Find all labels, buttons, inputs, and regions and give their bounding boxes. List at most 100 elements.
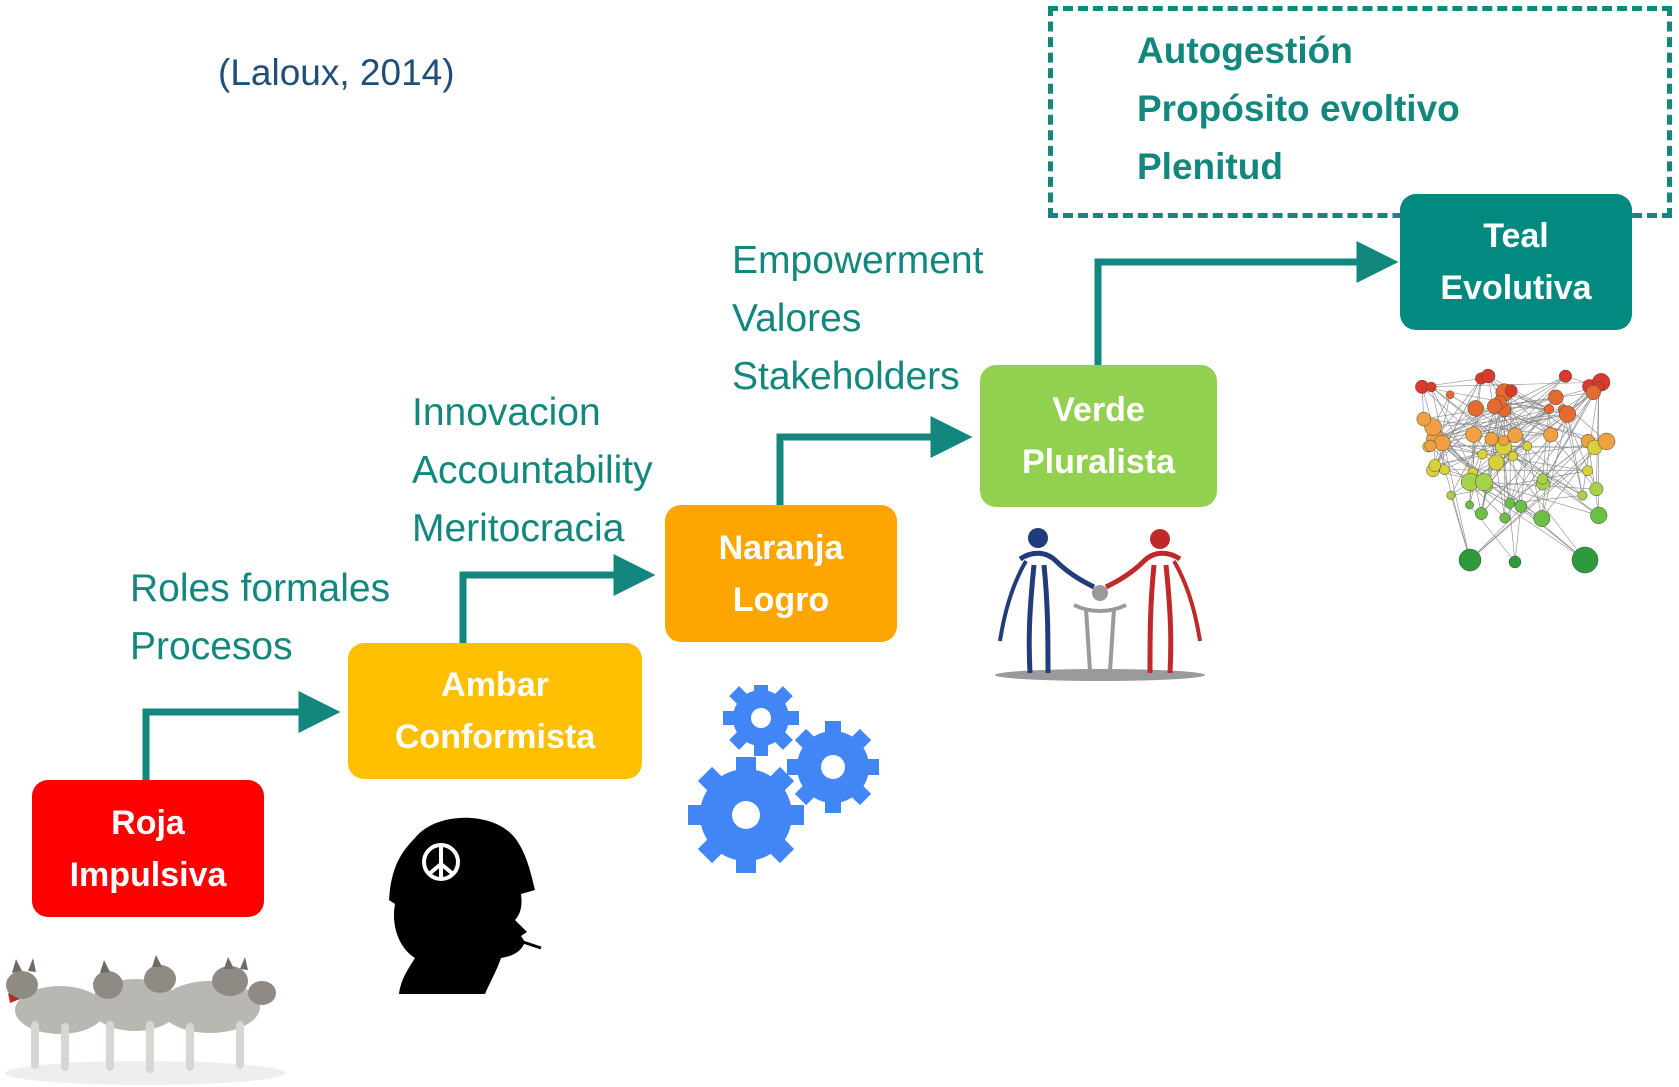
- network-node: [1571, 546, 1599, 574]
- stage-name: Naranja: [718, 528, 844, 567]
- network-node: [1597, 432, 1616, 451]
- network-edge: [1430, 413, 1568, 447]
- network-node: [1428, 459, 1442, 472]
- network-edge: [1509, 414, 1568, 504]
- stage-subtitle: Pluralista: [1021, 443, 1176, 481]
- network-node: [1465, 500, 1474, 510]
- network-edge: [1596, 386, 1599, 490]
- network-edge: [1504, 397, 1556, 411]
- trait-label: Stakeholders: [732, 355, 960, 398]
- trait-label: Roles formales: [130, 567, 391, 610]
- network-node: [1585, 384, 1601, 401]
- network-node: [1416, 411, 1432, 427]
- network-node: [1558, 369, 1572, 383]
- network-node: [1543, 427, 1559, 443]
- network-edge: [1469, 440, 1589, 561]
- stage-subtitle: Logro: [732, 580, 830, 619]
- network-node: [1445, 390, 1455, 400]
- network-node: [1548, 389, 1564, 406]
- network-node: [1504, 384, 1518, 398]
- network-node: [1465, 426, 1482, 443]
- trait-label: Innovacion: [412, 391, 601, 434]
- network-node: [1487, 398, 1503, 414]
- teal-attribute: Propósito evoltivo: [1137, 88, 1460, 129]
- network-edge: [1435, 410, 1505, 440]
- ambar-traits: Roles formales Procesos: [130, 560, 390, 676]
- stage-roja: Roja Impulsiva: [32, 780, 264, 917]
- teal-attributes-box: [1048, 6, 1672, 218]
- network-node: [1498, 434, 1510, 446]
- family-figures-icon: [995, 528, 1205, 681]
- network-edge: [1481, 382, 1602, 514]
- network-node: [1577, 490, 1588, 501]
- network-node: [1499, 512, 1511, 524]
- wolf-pack-image: [5, 955, 285, 1085]
- network-edge: [1504, 410, 1551, 436]
- network-edge: [1491, 438, 1586, 561]
- network-node: [1543, 404, 1555, 415]
- citation: (Laloux, 2014): [218, 52, 455, 93]
- teal-attribute: Plenitud: [1137, 146, 1283, 187]
- network-edge: [1512, 455, 1583, 496]
- network-edge: [1430, 445, 1595, 448]
- network-node: [1426, 381, 1437, 393]
- network-node: [1522, 441, 1533, 451]
- stage-ambar: Ambar Conformista: [348, 643, 642, 779]
- network-edge: [1567, 414, 1583, 496]
- trait-label: Procesos: [130, 625, 293, 668]
- network-node: [1537, 473, 1549, 485]
- network-graph-icon: [1415, 368, 1616, 574]
- network-node: [1507, 451, 1519, 462]
- stage-name: Ambar: [441, 666, 549, 704]
- network-node: [1558, 405, 1577, 423]
- network-edge: [1433, 413, 1568, 428]
- network-node: [1477, 449, 1488, 460]
- network-edge: [1562, 409, 1583, 496]
- network-edge: [1434, 446, 1504, 466]
- network-node: [1590, 506, 1608, 524]
- naranja-traits: Innovacion Accountability Meritocracia: [412, 384, 653, 558]
- network-edge: [1435, 413, 1568, 441]
- network-edge: [1469, 481, 1586, 561]
- network-edge: [1435, 408, 1550, 440]
- network-edge: [1542, 470, 1588, 480]
- network-edge: [1434, 394, 1451, 466]
- network-node: [1589, 482, 1604, 497]
- teal-attributes-list: Autogestión Propósito evoltivo Plenitud: [1137, 22, 1460, 196]
- stage-verde: Verde Pluralista: [980, 365, 1217, 507]
- trait-label: Meritocracia: [412, 507, 625, 550]
- network-edge: [1431, 386, 1474, 473]
- network-node: [1434, 434, 1451, 452]
- network-node: [1446, 490, 1456, 500]
- network-edge: [1527, 446, 1543, 519]
- trait-label: Empowerment: [732, 239, 984, 282]
- stage-naranja: Naranja Logro: [665, 505, 897, 642]
- trait-label: Valores: [732, 297, 862, 340]
- network-node: [1514, 500, 1528, 513]
- stage-name: Teal: [1483, 217, 1549, 255]
- network-node: [1533, 510, 1551, 527]
- network-node: [1424, 439, 1437, 452]
- network-node: [1474, 473, 1493, 492]
- network-edge: [1435, 378, 1482, 440]
- network-edge: [1435, 397, 1556, 441]
- network-edge: [1423, 418, 1551, 436]
- network-node: [1504, 497, 1516, 509]
- trait-label: Accountability: [412, 449, 653, 492]
- network-edge: [1550, 434, 1597, 490]
- arrow-roja-ambar: [142, 691, 341, 780]
- network-edge: [1469, 447, 1595, 561]
- network-node: [1507, 427, 1523, 444]
- network-node: [1467, 400, 1484, 417]
- network-node: [1484, 431, 1499, 446]
- stage-subtitle: Evolutiva: [1440, 269, 1592, 307]
- network-edge: [1431, 386, 1471, 561]
- network-edge: [1491, 408, 1550, 439]
- network-node: [1458, 548, 1482, 572]
- network-node: [1488, 454, 1505, 471]
- stage-name: Verde: [1052, 391, 1145, 429]
- network-node: [1508, 555, 1522, 569]
- network-edge: [1450, 402, 1501, 496]
- network-node: [1480, 368, 1496, 384]
